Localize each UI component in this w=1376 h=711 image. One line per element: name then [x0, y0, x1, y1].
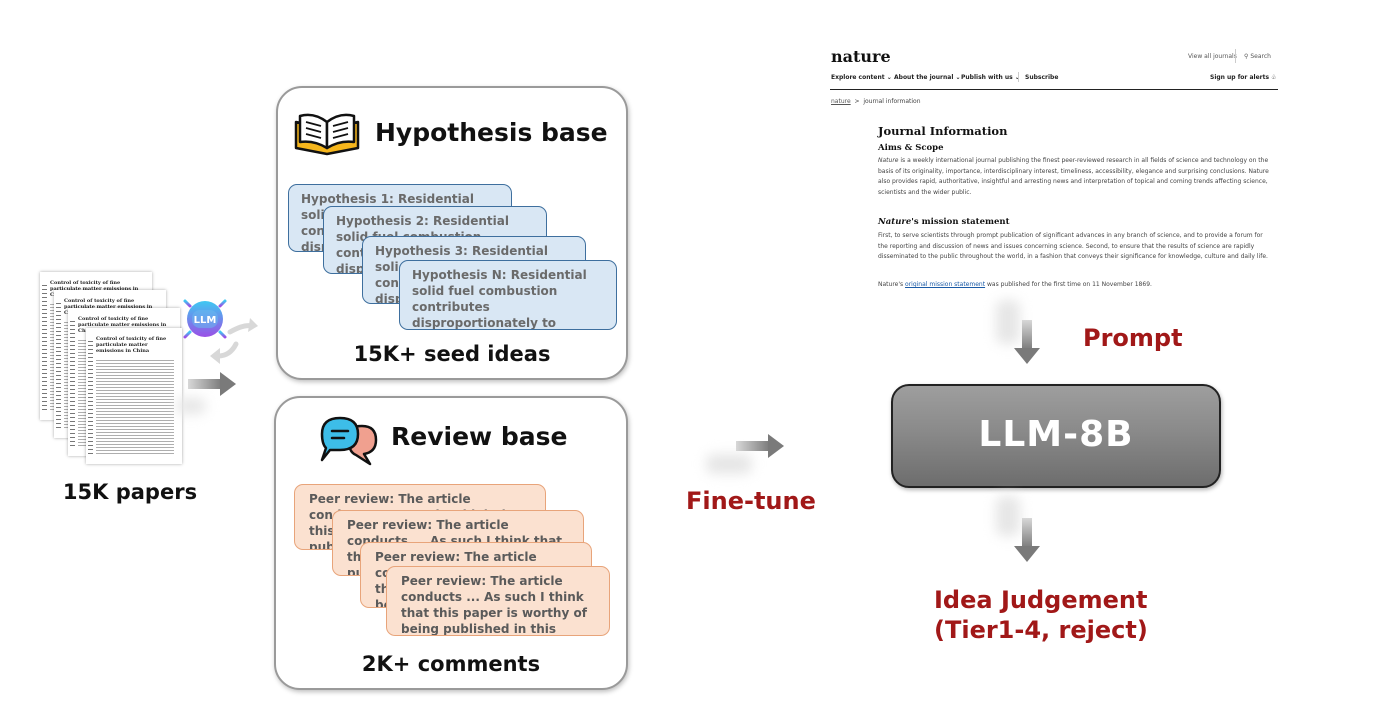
nav-subscribe[interactable]: Subscribe [1025, 74, 1059, 81]
mission-paragraph: First, to serve scientists through promp… [878, 232, 1268, 260]
nav-about-journal[interactable]: About the journal ⌄ [894, 74, 961, 81]
open-book-icon [294, 113, 360, 156]
nature-logo: nature [831, 47, 891, 66]
hypothesis-base-panel: Hypothesis base Hypothesis 1: Residentia… [276, 86, 628, 380]
idea-judgement-label: Idea Judgement (Tier1-4, reject) [934, 585, 1148, 645]
sign-up-alerts-link[interactable]: Sign up for alerts ♧ [1210, 74, 1277, 81]
hypothesis-card: Hypothesis N: Residential solid fuel com… [399, 260, 617, 330]
idea-judgement-tiers: (Tier1-4, reject) [934, 616, 1148, 644]
arrow-down-icon [1014, 518, 1040, 562]
review-count-label: 2K+ comments [361, 652, 541, 676]
paper-thumbnail: Control of toxicity of fine particulate … [86, 328, 182, 464]
search-button[interactable]: ⚲ Search [1244, 53, 1271, 60]
arrow-right-icon [736, 434, 784, 458]
chevron-down-icon: ⌄ [886, 74, 892, 81]
idea-judgement-title: Idea Judgement [934, 586, 1148, 614]
nav-publish-with-us[interactable]: Publish with us ⌄ [961, 74, 1020, 81]
breadcrumb-current: journal information [863, 98, 921, 105]
bell-icon: ♧ [1271, 74, 1277, 81]
mission-heading: Nature's mission statement [878, 217, 1010, 227]
search-icon: ⚲ [1244, 53, 1249, 60]
fine-tune-label: Fine-tune [686, 487, 816, 515]
arrow-right-icon [188, 372, 236, 396]
chevron-down-icon: ⌄ [955, 74, 961, 81]
nav-divider [830, 89, 1278, 90]
nav-explore-content[interactable]: Explore content ⌄ [831, 74, 892, 81]
arrow-down-icon [1014, 320, 1040, 364]
review-base-title: Review base [391, 422, 568, 451]
papers-count-label: 15K papers [62, 480, 198, 504]
original-mission-statement-link[interactable]: original mission statement [905, 281, 986, 288]
breadcrumb: nature > journal information [831, 98, 921, 105]
cycle-arrows-icon [210, 318, 258, 364]
view-all-journals-link[interactable]: View all journals [1188, 53, 1237, 60]
breadcrumb-home-link[interactable]: nature [831, 98, 851, 105]
model-label: LLM-8B [978, 414, 1134, 455]
paper-title: Control of toxicity of fine particulate … [96, 336, 167, 354]
search-label: Search [1250, 53, 1271, 60]
hypothesis-count-label: 15K+ seed ideas [353, 342, 551, 366]
llm-8b-model-box: LLM-8B [891, 384, 1221, 488]
review-base-panel: Review base Peer review: The article con… [274, 396, 628, 690]
llm-robot-icon: LLM [178, 292, 232, 346]
chat-bubble-icon [320, 416, 378, 466]
nature-journal-page: nature View all journals ⚲ Search Explor… [830, 45, 1280, 295]
llm-icon-label: LLM [194, 315, 217, 326]
review-card: Peer review: The article conducts ... As… [386, 566, 610, 636]
chevron-down-icon: ⌄ [1015, 74, 1020, 81]
mission-history: Nature's original mission statement was … [878, 281, 1152, 288]
aims-heading: Aims & Scope [878, 143, 944, 153]
prompt-label: Prompt [1083, 324, 1183, 352]
aims-paragraph: Nature is a weekly international journal… [878, 157, 1269, 196]
hypothesis-base-title: Hypothesis base [375, 118, 608, 147]
page-title: Journal Information [878, 124, 1008, 138]
